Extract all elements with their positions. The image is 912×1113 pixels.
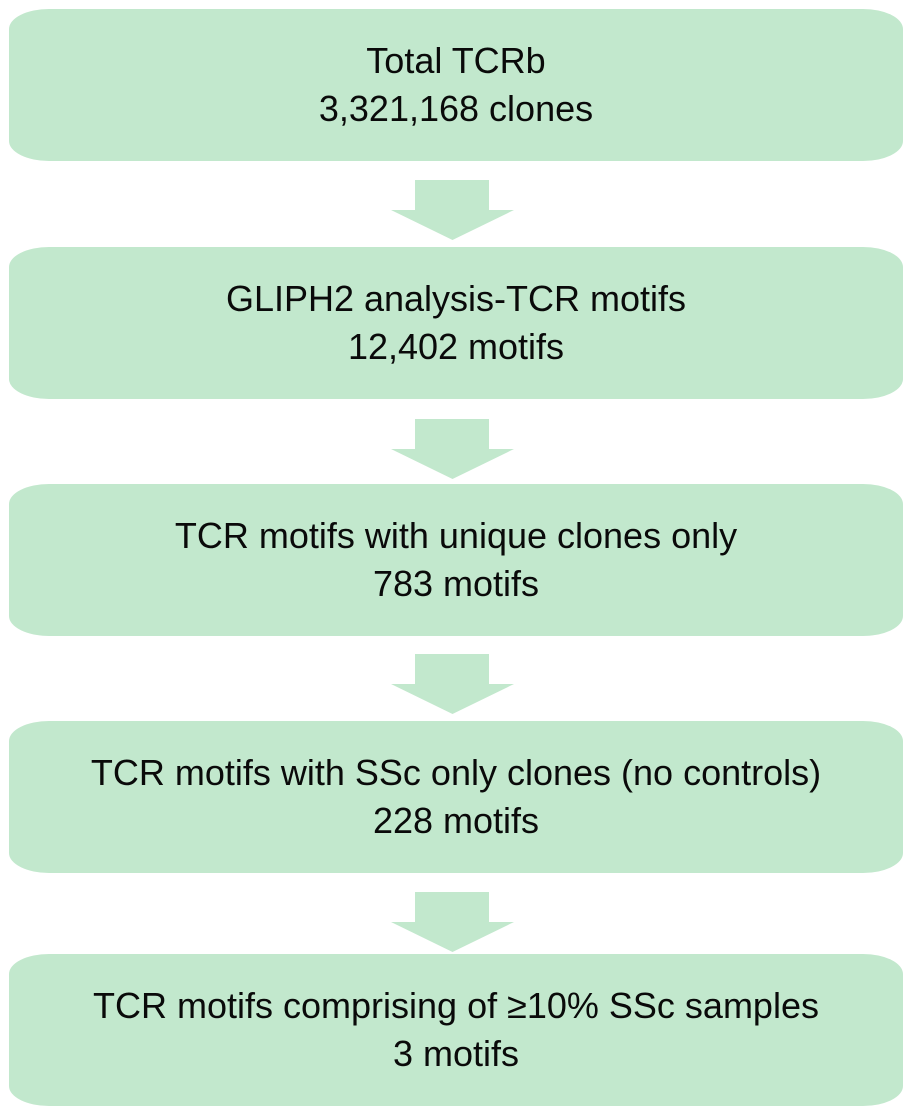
step-title: TCR motifs with SSc only clones (no cont… (90, 752, 822, 793)
step-box-unique-clones: TCR motifs with unique clones only 783 m… (9, 484, 903, 636)
step-box-gliph2-motifs: GLIPH2 analysis-TCR motifs 12,402 motifs (9, 247, 903, 399)
step-title: GLIPH2 analysis-TCR motifs (225, 278, 687, 319)
step-box-ssc-samples-threshold: TCR motifs comprising of ≥10% SSc sample… (9, 954, 903, 1106)
step-box-total-tcrb: Total TCRb 3,321,168 clones (9, 9, 903, 161)
step-count: 3,321,168 clones (318, 88, 594, 129)
down-arrow-icon (391, 180, 514, 240)
step-title: Total TCRb (366, 40, 546, 81)
down-arrow-icon (391, 892, 514, 952)
step-title: TCR motifs comprising of ≥10% SSc sample… (93, 985, 819, 1026)
down-arrow-icon (391, 419, 514, 479)
step-count: 783 motifs (372, 563, 540, 604)
step-count: 228 motifs (372, 800, 540, 841)
down-arrow-icon (391, 654, 514, 714)
step-title: TCR motifs with unique clones only (174, 515, 738, 556)
step-count: 12,402 motifs (347, 326, 565, 367)
step-box-ssc-only-clones: TCR motifs with SSc only clones (no cont… (9, 721, 903, 873)
step-count: 3 motifs (392, 1033, 520, 1074)
